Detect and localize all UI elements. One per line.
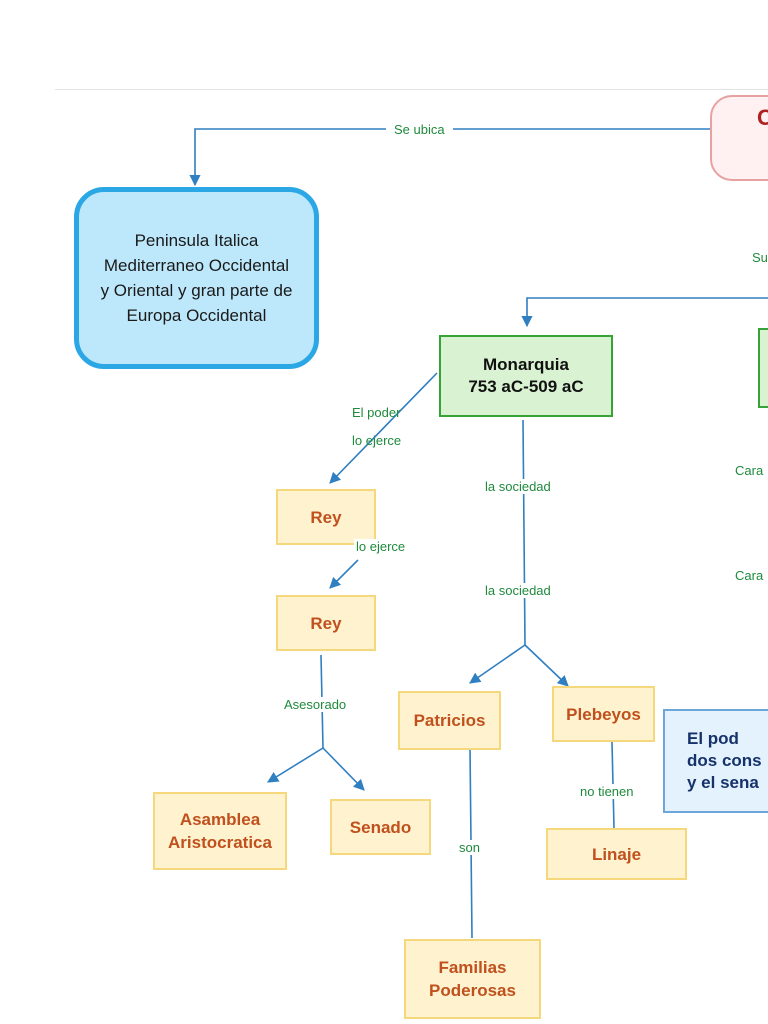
- label-se-ubica: Se ubica: [386, 122, 453, 137]
- plebeyos-node: Plebeyos: [552, 686, 655, 742]
- label-la-sociedad-1: la sociedad: [483, 479, 553, 494]
- monarquia-node: Monarquia 753 aC-509 aC: [439, 335, 613, 417]
- edge-to-asamblea: [267, 747, 324, 783]
- senado-node: Senado: [330, 799, 431, 855]
- label-la-sociedad-2: la sociedad: [483, 583, 553, 598]
- edge-to-senado: [322, 747, 365, 791]
- edge-el-poder: [329, 372, 438, 484]
- rey-node-2: Rey: [276, 595, 376, 651]
- asamblea-node: Asamblea Aristocratica: [153, 792, 287, 870]
- label-no-tienen: no tienen: [578, 784, 636, 799]
- peninsula-node: Peninsula Italica Mediterraneo Occidenta…: [74, 187, 319, 369]
- label-asesorado: Asesorado: [282, 697, 349, 712]
- label-lo-ejerce-1: lo ejerce: [352, 433, 402, 448]
- edge-lo-ejerce: [329, 559, 359, 589]
- linaje-node: Linaje: [546, 828, 687, 880]
- partial-green-node: [758, 328, 768, 408]
- concept-title-box: C: [710, 95, 768, 181]
- poder-consules-node: El pod dos cons y el sena: [663, 709, 768, 813]
- label-el-poder: El poder: [352, 405, 401, 420]
- edge-se-ubica: [189, 128, 712, 187]
- rey-node-1: Rey: [276, 489, 376, 545]
- patricios-node: Patricios: [398, 691, 501, 750]
- edge-la-sociedad: [522, 419, 526, 646]
- label-lo-ejerce-2: lo ejerce: [354, 539, 408, 554]
- edge-to-patricios: [469, 644, 526, 684]
- top-divider: [55, 89, 768, 90]
- peninsula-text: Peninsula Italica Mediterraneo Occidenta…: [100, 231, 293, 325]
- familias-node: Familias Poderosas: [404, 939, 541, 1019]
- label-son: son: [457, 840, 482, 855]
- label-cara-1: Cara: [735, 463, 764, 478]
- label-su: Su: [752, 250, 768, 265]
- concept-title: C: [757, 105, 768, 130]
- edge-su: [521, 297, 768, 328]
- label-cara-2: Cara: [735, 568, 764, 583]
- edge-to-plebeyos: [524, 644, 569, 687]
